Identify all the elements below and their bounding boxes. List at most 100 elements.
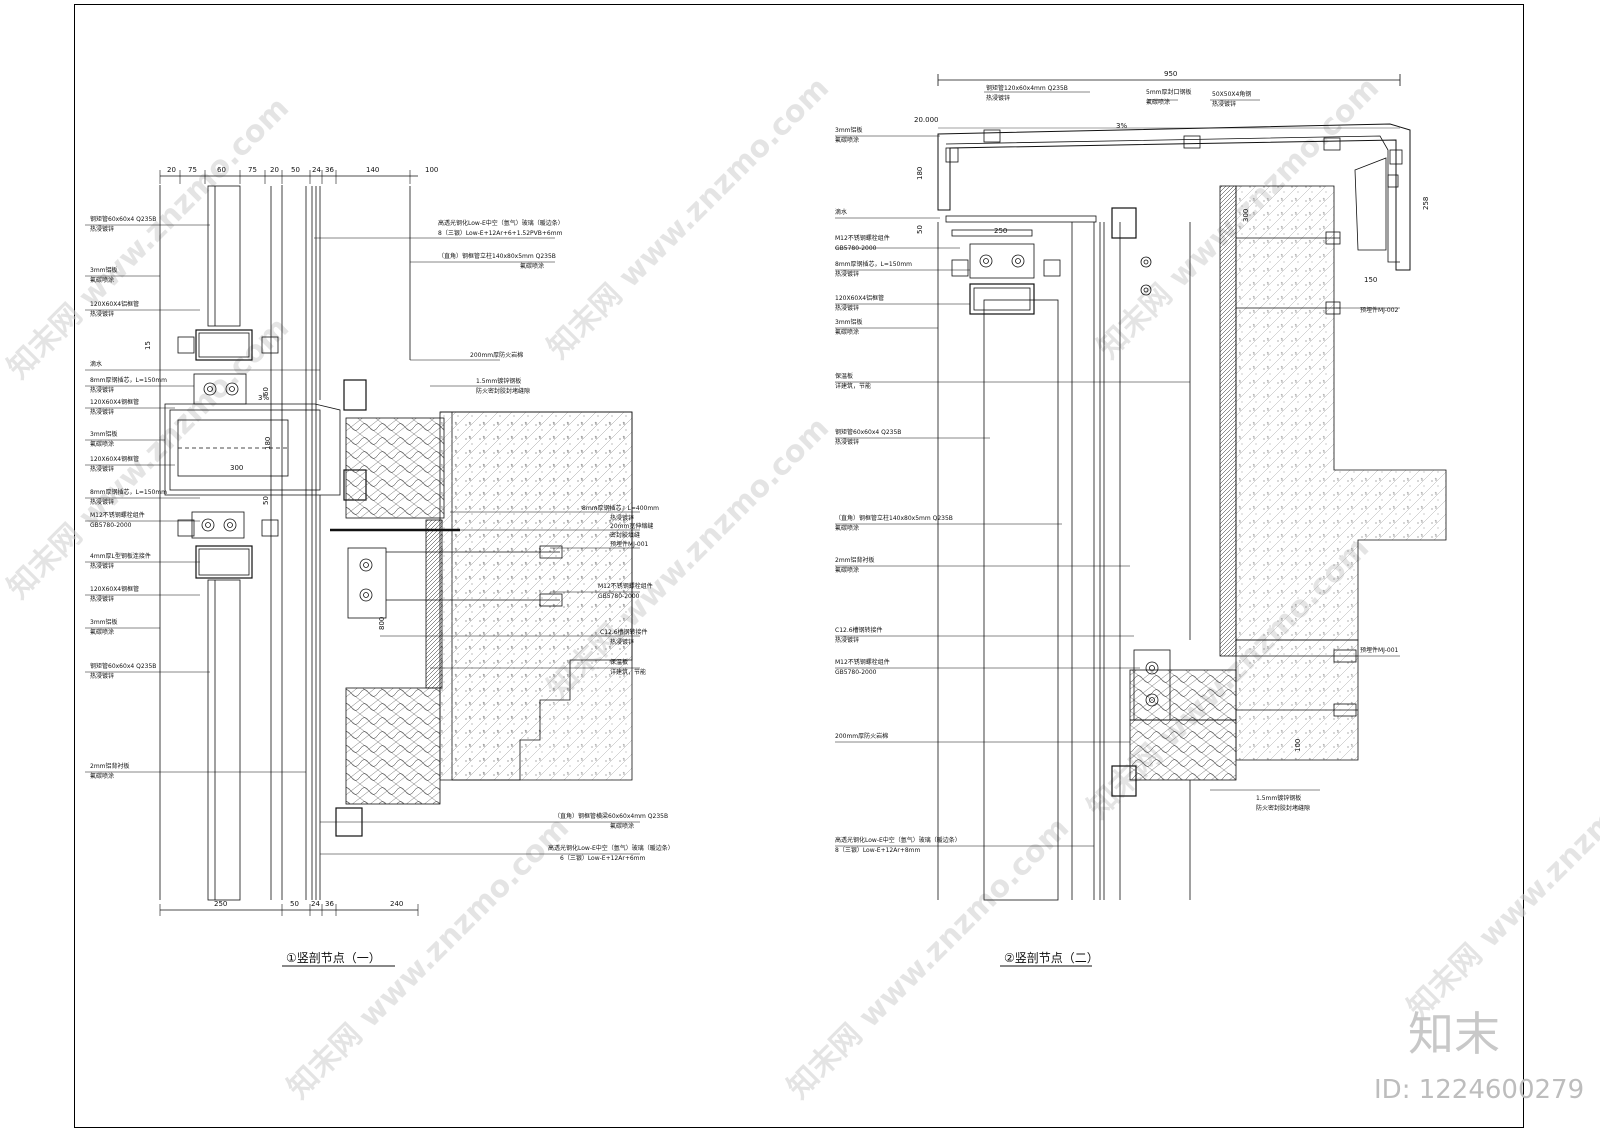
callout-sublabel: 氟碳喷涂 (90, 276, 114, 284)
dim-label: 36 (325, 900, 334, 908)
dim-label: 20 (167, 166, 176, 174)
callout-sublabel: 热浸镀锌 (610, 514, 634, 522)
callout-sublabel: 氟碳喷涂 (835, 328, 859, 336)
watermark-text: 知末网 www.znzmo.com (541, 71, 836, 366)
callout-label: 120X60X4铝框管 (835, 294, 884, 302)
dim-label: 258 (1422, 197, 1430, 210)
dim-label: 60 (262, 387, 270, 396)
callout-sublabel: 热浸镀锌 (835, 438, 859, 446)
callout-label: 1.5mm镀锌钢板 (1256, 794, 1301, 802)
callout-sublabel: 氟碳喷涂 (835, 524, 859, 532)
callout-label: 3mm铝板 (90, 430, 118, 438)
callout-label: 预埋件MJ-001 (1360, 646, 1399, 654)
dim-label: 250 (994, 227, 1007, 235)
callout-sublabel: 氟碳喷涂 (1146, 98, 1170, 106)
callout-label: 1.5mm镀锌钢板 (476, 377, 521, 385)
dim-label: 20.000 (914, 116, 939, 124)
callout-label: 8mm厚钢插芯，L=150mm (90, 488, 167, 496)
dim-label: 800 (378, 617, 386, 630)
callout-sublabel: GB5780-2000 (835, 669, 877, 676)
callout-label: 5mm厚封口钢板 (1146, 88, 1192, 96)
callout-label: 120X60X4钢框管 (90, 398, 139, 406)
callout-sublabel: 详建筑，节能 (835, 382, 871, 390)
dim-label: 50 (290, 900, 299, 908)
callout-sublabel: 热浸镀锌 (90, 408, 114, 416)
callout-sublabel: 氟碳喷涂 (90, 772, 114, 780)
callout-sublabel: 氟碳喷涂 (835, 136, 859, 144)
callout-label: 120X60X4铝框管 (90, 300, 139, 308)
callout-sublabel: 氟碳喷涂 (835, 566, 859, 574)
callout-label: 高透光钢化Low-E中空（氩气）玻璃（暖边条） (548, 844, 674, 852)
callout-sublabel: 氟碳喷涂 (520, 262, 544, 270)
callout-sublabel: 氟碳喷涂 (90, 440, 114, 448)
callout-sublabel: 防火密封胶封堵缝隙 (1256, 804, 1310, 812)
callout-label: M12不锈钢螺栓组件 (598, 582, 653, 590)
dim-label: 250 (214, 900, 227, 908)
image-id-label: ID: 1224600279 (1374, 1075, 1584, 1105)
callout-sublabel: 热浸镀锌 (835, 304, 859, 312)
detail-2 (835, 74, 1447, 967)
dim-label: 100 (425, 166, 438, 174)
dim-label: 300 (230, 464, 243, 472)
callout-sublabel: 8（三银）Low-E+12Ar+8mm (835, 846, 921, 854)
callout-label: 保温板 (835, 372, 853, 380)
callout-sublabel: 6（三银）Low-E+12Ar+6mm (560, 854, 646, 862)
callout-label: 3mm铝板 (90, 618, 118, 626)
detail-2-text: 950 20.000 180 50 250 258 150 300 100 3%… (835, 70, 1430, 965)
dim-label: 24 (311, 900, 320, 908)
callout-sublabel: 热浸镀锌 (90, 225, 114, 233)
dim-label: 20 (270, 166, 279, 174)
detail-2-title: ②竖剖节点（二） (1004, 951, 1099, 965)
callout-sublabel: 8（三银）Low-E+12Ar+6+1.52PVB+6mm (438, 229, 563, 237)
callout-sublabel: 密封胶填缝 (610, 531, 640, 539)
dim-label: 75 (248, 166, 257, 174)
dim-label: 36 (325, 166, 334, 174)
dim-label: 240 (390, 900, 403, 908)
callout-sublabel: GB5780-2000 (835, 245, 877, 252)
callout-label: （直角）钢框管立柱140x80x5mm Q235B (438, 252, 556, 260)
callout-label: M12不锈钢螺栓组件 (835, 234, 890, 242)
callout-label: 2mm铝背衬板 (835, 556, 875, 564)
dim-label: 60 (217, 166, 226, 174)
dim-label: 300 (1242, 209, 1250, 222)
callout-sublabel: 热浸镀锌 (90, 465, 114, 473)
callout-sublabel: 热浸镀锌 (835, 636, 859, 644)
callout-label: C12.6槽钢转接件 (835, 626, 883, 634)
callout-sublabel: 热浸镀锌 (90, 310, 114, 318)
dim-label: 50 (262, 496, 270, 505)
callout-label: 4mm厚L型钢板连接件 (90, 552, 151, 560)
callout-label: 3mm铝板 (835, 318, 863, 326)
callout-label: 滴水 (90, 360, 102, 368)
dim-label: 180 (916, 167, 924, 180)
dim-label: 3% (1116, 122, 1127, 130)
callout-label: C12.6槽钢转接件 (600, 628, 648, 636)
drawing-sheet-frame (74, 4, 1524, 1128)
callout-label: 20mm宽伸缩缝 (610, 522, 653, 530)
callout-label: 3mm铝板 (835, 126, 863, 134)
callout-label: 8mm厚钢插芯，L=400mm (582, 504, 659, 512)
callout-label: 120X60X4钢框管 (90, 455, 139, 463)
dim-label: 24 (312, 166, 321, 174)
callout-sublabel: 热浸镀锌 (90, 562, 114, 570)
dim-label: 950 (1164, 70, 1177, 78)
callout-label: 8mm厚钢插芯，L=150mm (90, 376, 167, 384)
callout-label: M12不锈钢螺栓组件 (835, 658, 890, 666)
dim-label: 180 (264, 437, 272, 450)
callout-label: 50X50X4角钢 (1212, 90, 1251, 98)
callout-sublabel: 热浸镀锌 (90, 386, 114, 394)
callout-label: 钢矩管120x60x4mm Q235B (986, 84, 1068, 92)
callout-label: 预埋件MJ-001 (610, 540, 649, 548)
callout-sublabel: GB5780-2000 (90, 522, 132, 529)
callout-label: 2mm铝背衬板 (90, 762, 130, 770)
dim-label: 3% (258, 394, 269, 402)
callout-sublabel: GB5780-2000 (598, 593, 640, 600)
dim-label: 140 (366, 166, 379, 174)
callout-sublabel: 氟碳喷涂 (90, 628, 114, 636)
callout-label: 预埋件MJ-002 (1360, 306, 1399, 314)
detail-1-text: 20 75 60 75 20 50 24 36 140 100 250 50 2… (90, 166, 674, 965)
callout-label: 3mm铝板 (90, 266, 118, 274)
callout-label: （直角）钢框管立柱140x80x5mm Q235B (835, 514, 953, 522)
callout-sublabel: 详建筑，节能 (610, 668, 646, 676)
callout-label: （直角）钢框管横梁60x60x4mm Q235B (554, 812, 668, 820)
